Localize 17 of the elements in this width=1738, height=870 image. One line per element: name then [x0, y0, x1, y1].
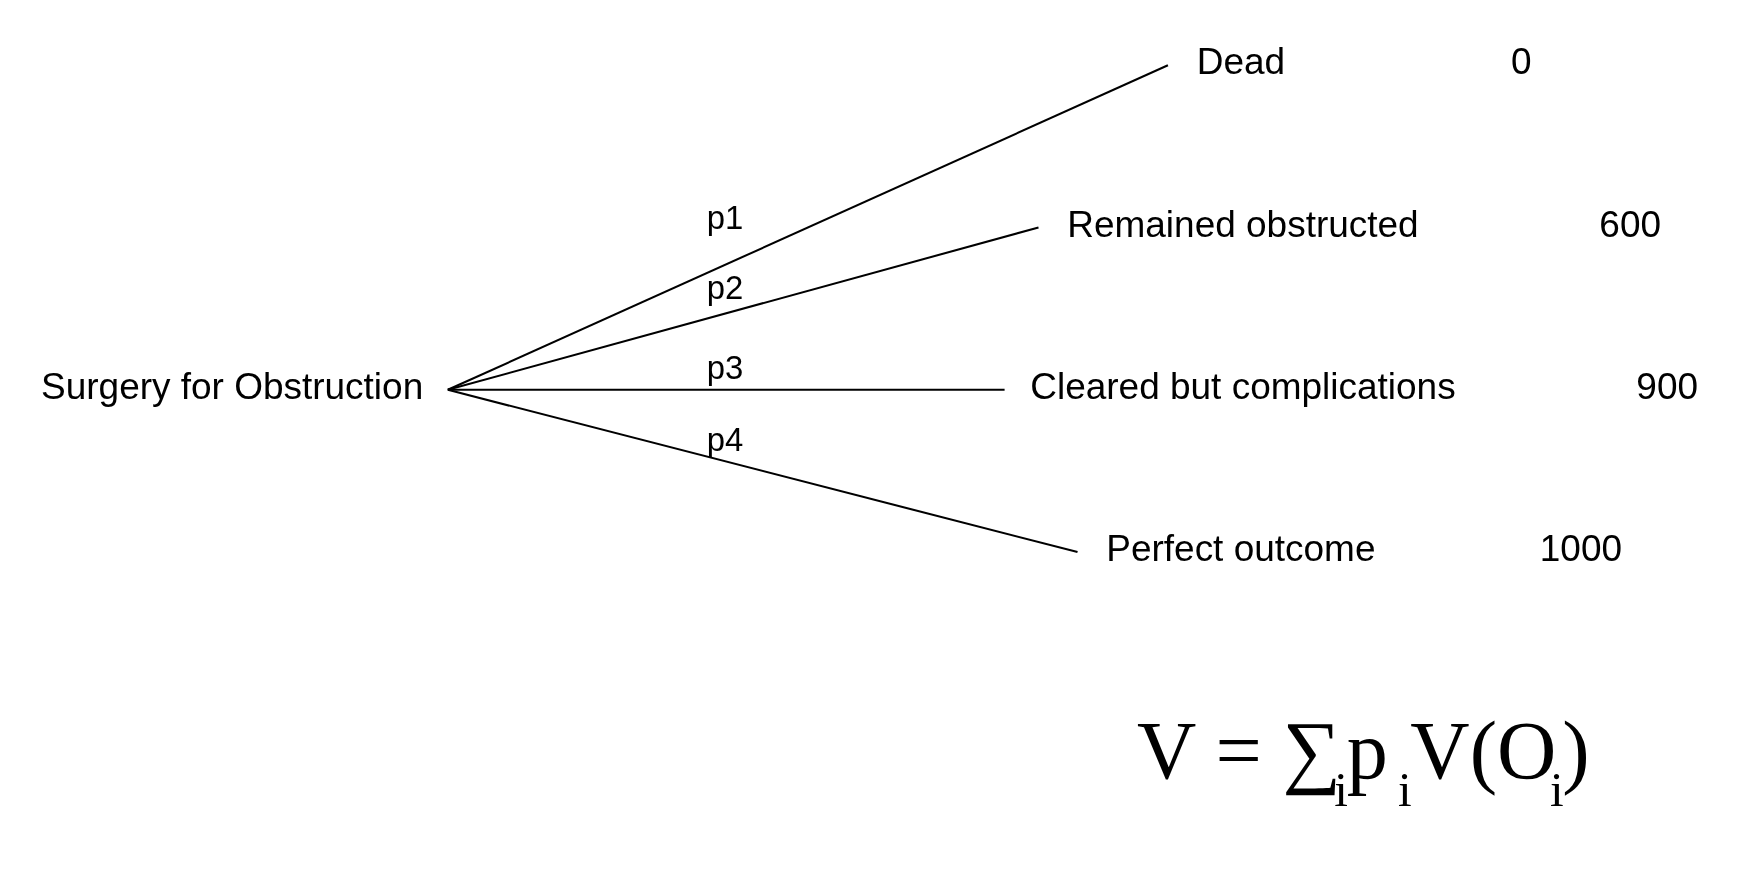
- node-text: Cleared but complications: [1030, 365, 1456, 407]
- node-text: Perfect outcome: [1106, 528, 1376, 570]
- label: V = ∑$_{i}$p$_{i}$V(O$_{i}$): [1137, 705, 1590, 817]
- connector: [447, 388, 1078, 554]
- connector: [447, 64, 1169, 391]
- edge-label: p3: [706, 349, 744, 387]
- node-label: 600: [1599, 203, 1662, 245]
- edge-label: p2: [706, 268, 744, 306]
- node-text: Surgery for Obstruction: [41, 365, 424, 407]
- node-label: 0: [1511, 41, 1532, 83]
- node-label: 1000: [1539, 528, 1623, 570]
- node-text: Dead: [1196, 41, 1286, 83]
- connector: [447, 226, 1039, 391]
- edge-label: p1: [706, 199, 744, 237]
- node-text: Remained obstructed: [1067, 203, 1419, 245]
- node-label: 900: [1636, 365, 1699, 407]
- edge-label: p4: [706, 421, 744, 459]
